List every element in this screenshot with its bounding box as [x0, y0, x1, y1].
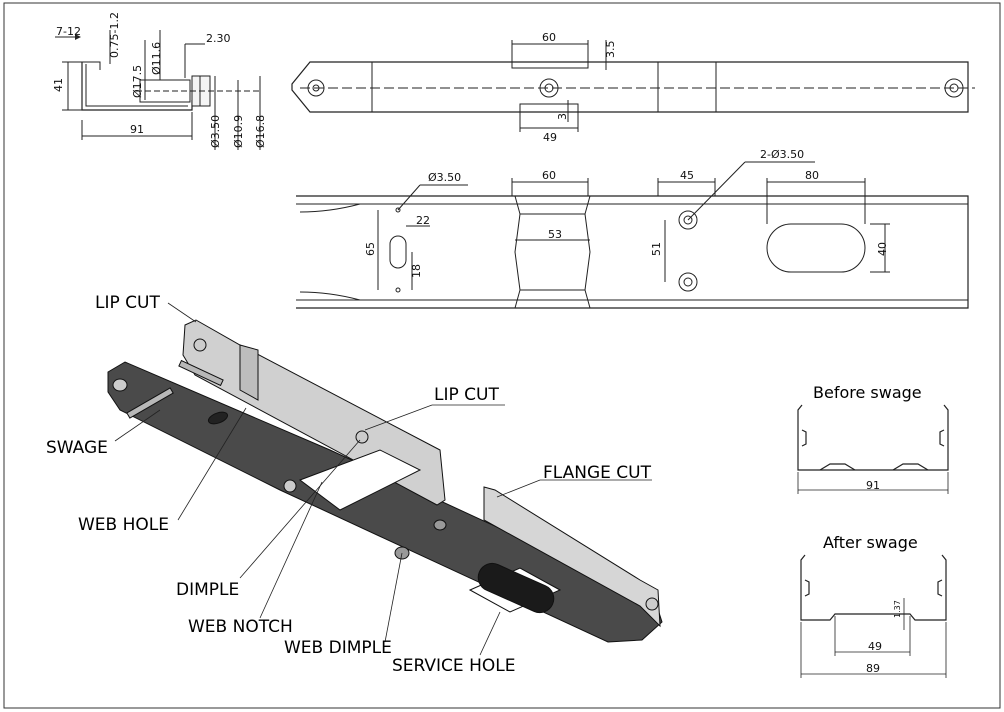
- after-swage-depth: 1.37: [893, 600, 902, 618]
- dim-2-phi-3-50: 2-Ø3.50: [760, 148, 804, 161]
- dim-65-web: 65: [364, 242, 377, 256]
- top-view-dims: 60 3.5 49 3: [542, 31, 617, 144]
- dim-phi-3-50: Ø3.50: [209, 115, 222, 148]
- dim-phi-10-9: Ø10.9: [232, 115, 245, 148]
- dim-40-web: 40: [876, 242, 889, 256]
- dim-phi-11-6: Ø11.6: [150, 42, 163, 75]
- callout-service-hole: SERVICE HOLE: [392, 656, 515, 676]
- section-view-dims: 7-12 0.75-1.2 Ø11.6 Ø17.5 2.30 41 Ø3.50 …: [52, 12, 267, 148]
- callout-swage: SWAGE: [46, 438, 108, 458]
- leader-lines: [114, 302, 652, 656]
- dim-53-web: 53: [548, 228, 562, 241]
- dim-phi-16-8: Ø16.8: [254, 115, 267, 148]
- dim-45-web: 45: [680, 169, 694, 182]
- dim-3-top: 3: [556, 113, 569, 120]
- before-swage-profile: [797, 404, 949, 494]
- section-view: [55, 30, 261, 150]
- callout-dimple: DIMPLE: [176, 580, 239, 600]
- callout-web-notch: WEB NOTCH: [188, 617, 293, 637]
- dim-phi-17-5: Ø17.5: [131, 65, 144, 98]
- callout-web-hole: WEB HOLE: [78, 515, 169, 535]
- after-swage-title: After swage: [823, 533, 918, 552]
- dim-80-web: 80: [805, 169, 819, 182]
- callout-lip-cut-1: LIP CUT: [95, 293, 160, 313]
- callout-flange-cut: FLANGE CUT: [543, 463, 652, 483]
- dim-60-top: 60: [542, 31, 556, 44]
- before-swage-title: Before swage: [813, 383, 922, 402]
- callout-lip-cut-2: LIP CUT: [434, 385, 499, 405]
- isometric-part: [107, 319, 663, 643]
- dim-60-web: 60: [542, 169, 556, 182]
- dim-41: 41: [52, 78, 65, 92]
- web-view-dims: Ø3.50 60 45 2-Ø3.50 80 22 65 18 53 51 40: [364, 148, 889, 278]
- dim-91-section: 91: [130, 123, 144, 136]
- dim-3-5-top: 3.5: [604, 41, 617, 59]
- web-view: [296, 161, 969, 309]
- callout-labels: LIP CUT LIP CUT SWAGE FLANGE CUT WEB HOL…: [46, 293, 652, 676]
- dim-18-web: 18: [410, 264, 423, 278]
- dim-7-12: 7-12: [56, 25, 81, 38]
- drawing-border: [3, 2, 1001, 709]
- callout-web-dimple: WEB DIMPLE: [284, 638, 392, 658]
- after-swage-profile: [800, 554, 947, 678]
- dim-22-web: 22: [416, 214, 430, 227]
- dim-49-top: 49: [543, 131, 557, 144]
- dim-phi-3-50-web: Ø3.50: [428, 171, 461, 184]
- top-view: [291, 40, 975, 132]
- dim-thickness: 0.75-1.2: [108, 12, 121, 58]
- dim-51-web: 51: [650, 242, 663, 256]
- dim-2-30: 2.30: [206, 32, 231, 45]
- after-swage-width: 89: [866, 662, 880, 675]
- after-swage-inner: 49: [868, 640, 882, 653]
- before-swage-width: 91: [866, 479, 880, 492]
